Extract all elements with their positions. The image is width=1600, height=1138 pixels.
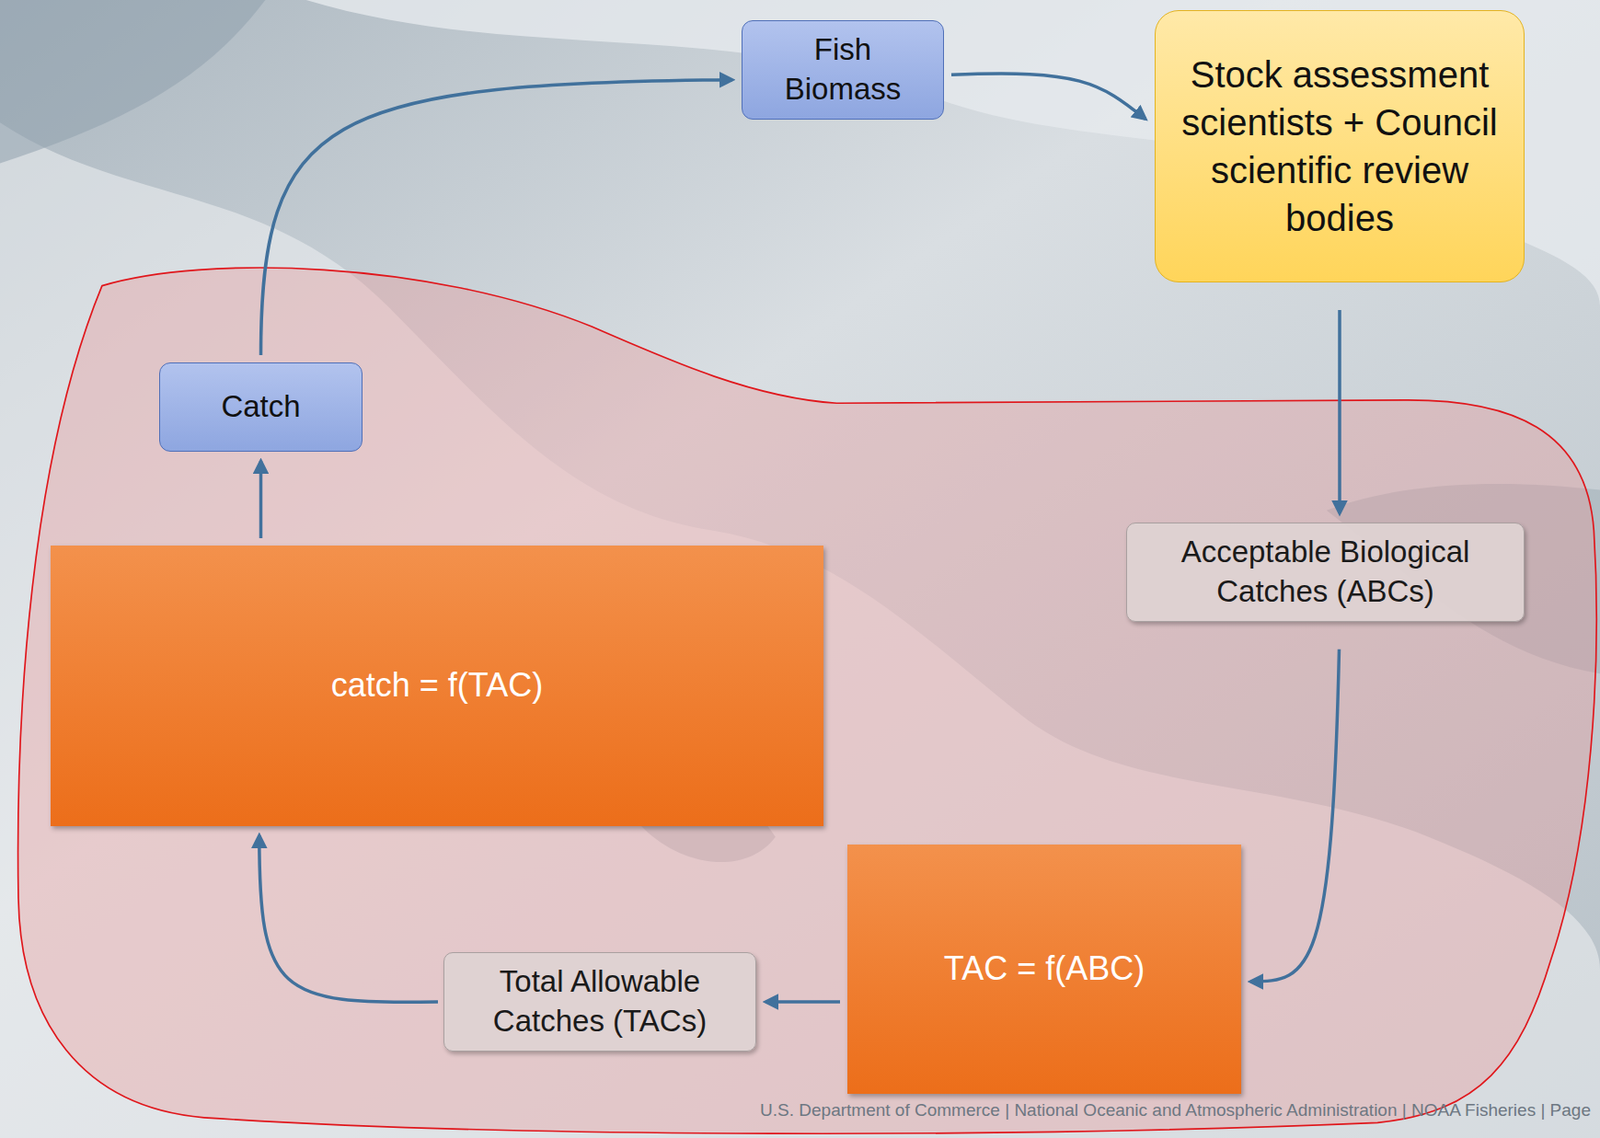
node-text: TAC = f(ABC) [943,947,1145,991]
flow-arrow [765,1000,841,1004]
output-box: Acceptable Biological Catches (ABCs) [1126,522,1525,622]
output-box: Total Allowable Catches (TACs) [443,952,757,1052]
flow-arrow [951,73,1146,119]
node-text: Acceptable Biological Catches (ABCs) [1143,532,1508,612]
node-text: Stock assessment scientists + Council sc… [1172,50,1508,242]
science-box: Stock assessment scientists + Council sc… [1154,10,1525,283]
node-text: Total Allowable Catches (TACs) [460,962,739,1042]
flow-arrow [1337,310,1342,514]
footer-text: U.S. Department of Commerce | National O… [759,1100,1591,1121]
flow-arrow [259,835,438,1002]
node-text: Catch [220,387,300,427]
flow-arrow [1250,649,1340,982]
node-text: Fish Biomass [759,30,927,110]
function-box: catch = f(TAC) [50,545,824,827]
catch-box: Catch [159,362,363,452]
flow-arrow [259,460,264,539]
stock-box: Fish Biomass [741,20,944,120]
flow-arrow [261,80,734,356]
function-box: TAC = f(ABC) [847,844,1242,1094]
node-text: catch = f(TAC) [331,664,543,708]
